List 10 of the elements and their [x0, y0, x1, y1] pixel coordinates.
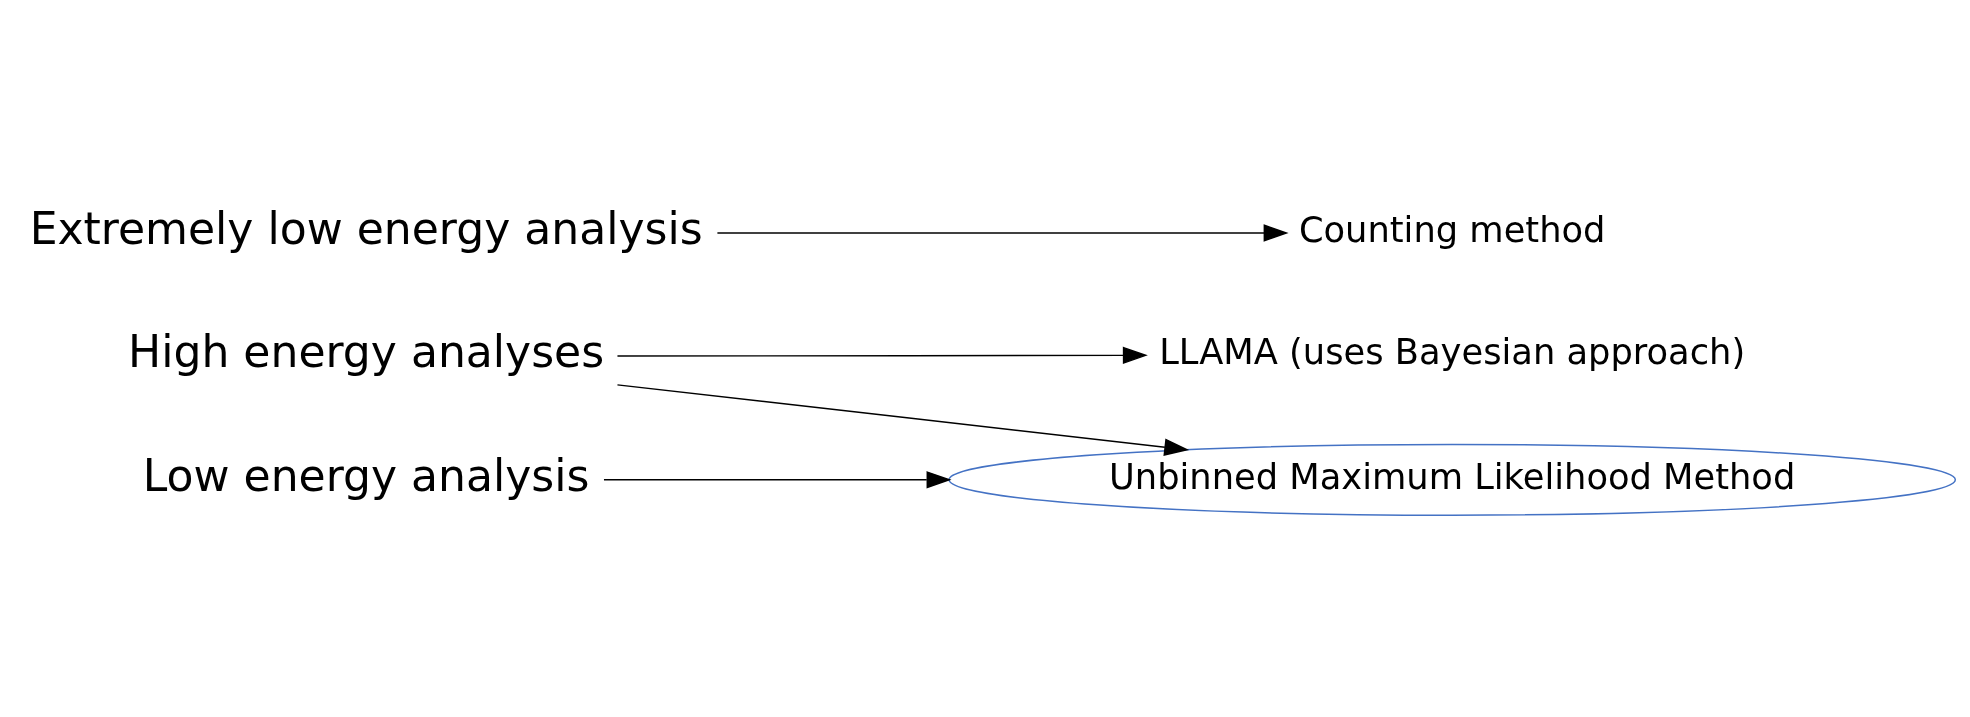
node-ellipse: Unbinned Maximum Likelihood Method [948, 443, 1957, 516]
arrow [603, 470, 952, 489]
arrow [616, 383, 1190, 456]
node-text: Low energy analysis [142, 449, 590, 501]
arrow [616, 346, 1148, 364]
node-text: Extremely low energy analysis [29, 202, 703, 254]
arrow [716, 223, 1289, 242]
node-text: Counting method [1298, 208, 1606, 250]
node-text: High energy analyses [128, 325, 605, 377]
node-text: LLAMA (uses Bayesian approach) [1159, 330, 1746, 372]
